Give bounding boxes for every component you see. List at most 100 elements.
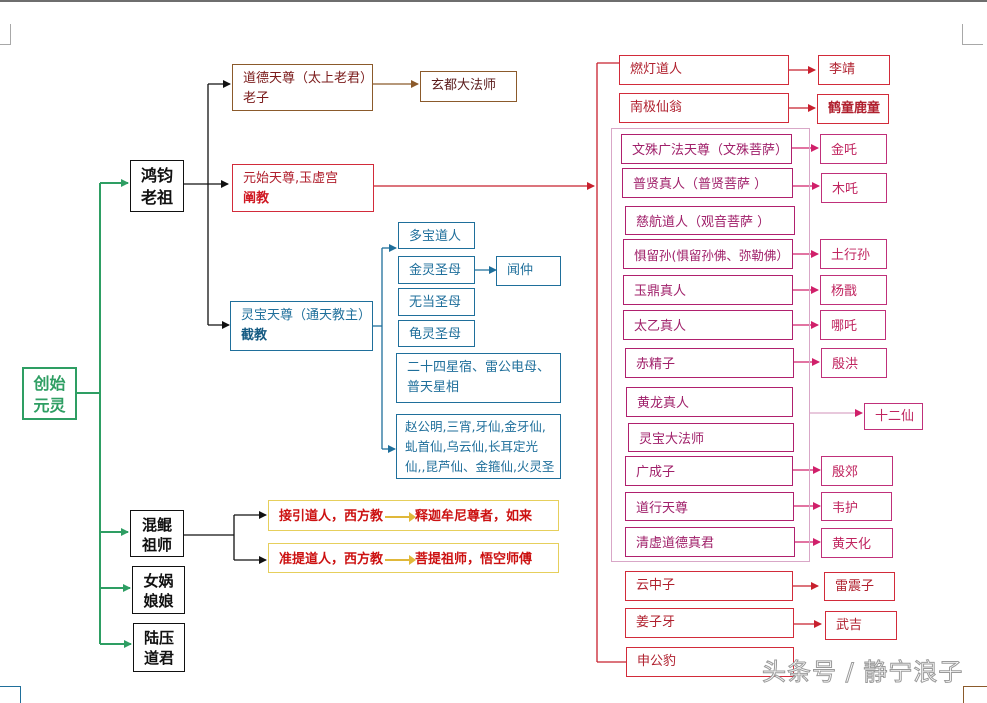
node-guiling-shengmu[interactable]: 龟灵圣母	[398, 320, 475, 347]
node-label: 十二仙	[875, 409, 915, 424]
node-label-line1: 女娲	[143, 572, 174, 590]
node-label: 文殊广法天尊（文殊菩萨）	[632, 143, 789, 158]
node-yinhong[interactable]: 殷洪	[821, 348, 887, 378]
node-huanglong[interactable]: 黄龙真人	[626, 387, 793, 417]
node-jieyin-daoren[interactable]: 接引道人，西方教释迦牟尼尊者，如来	[268, 500, 559, 531]
node-label: 惧留孙(惧留孙佛、弥勒佛）	[634, 248, 789, 263]
node-puxian[interactable]: 普贤真人（普贤菩萨 ）	[622, 168, 793, 198]
node-label-line2: 虬首仙,乌云仙,长耳定光	[405, 439, 538, 454]
node-label: 鹤童鹿童	[828, 101, 881, 116]
node-label: 多宝道人	[409, 229, 462, 244]
node-label: 金灵圣母	[409, 263, 462, 278]
node-label: 黄天化	[832, 537, 872, 552]
node-xingxiu-group[interactable]: 二十四星宿、雷公电母、 普天星相	[396, 353, 561, 403]
node-qingxu-daode-zhenjun[interactable]: 清虚道德真君	[625, 527, 795, 557]
node-wenzhong[interactable]: 闻仲	[496, 256, 561, 286]
page-corner-mark	[962, 24, 983, 45]
node-randeng-daoren[interactable]: 燃灯道人	[619, 55, 789, 85]
node-chuangshi-yuanling[interactable]: 创始 元灵	[22, 367, 77, 420]
node-label: 赤精子	[636, 357, 676, 372]
node-luya-daojun[interactable]: 陆压 道君	[133, 623, 185, 672]
node-leizhenzi[interactable]: 雷震子	[824, 572, 895, 601]
node-jinzha[interactable]: 金吒	[820, 134, 887, 164]
node-yuding[interactable]: 玉鼎真人	[623, 275, 793, 305]
node-label-line1: 赵公明,三宵,牙仙,金牙仙,	[405, 419, 546, 434]
node-label: 灵宝大法师	[639, 432, 705, 447]
node-nanji-xianweng[interactable]: 南极仙翁	[619, 93, 789, 123]
node-label: 殷郊	[832, 465, 859, 480]
node-label: 慈航道人（观音菩萨 ）	[636, 215, 771, 230]
node-lingbao-dafashi[interactable]: 灵宝大法师	[628, 423, 794, 452]
node-label-line1: 混鲲	[141, 516, 172, 534]
node-xuandu-dafashi[interactable]: 玄都大法师	[420, 71, 517, 102]
node-label-line2: 普天星相	[407, 380, 460, 395]
node-lingbao-tianzun[interactable]: 灵宝天尊（通天教主） 截教	[230, 301, 373, 351]
node-label: 玉鼎真人	[634, 284, 687, 299]
node-label: 姜子牙	[636, 615, 676, 630]
node-daode-tianzun[interactable]: 道德天尊（太上老君） 老子	[232, 64, 373, 111]
node-chijingzi[interactable]: 赤精子	[625, 348, 794, 378]
node-zhaogongming-group[interactable]: 赵公明,三宵,牙仙,金牙仙, 虬首仙,乌云仙,长耳定光 仙,,昆芦仙、金箍仙,火…	[396, 414, 561, 479]
node-shengongbao[interactable]: 申公豹	[626, 647, 794, 677]
node-weihu[interactable]: 韦护	[821, 492, 892, 521]
node-label: 金吒	[831, 143, 858, 158]
node-lijing[interactable]: 李靖	[818, 55, 890, 85]
node-label-line2: 元灵	[33, 396, 66, 415]
node-label: 清虚道德真君	[636, 536, 715, 551]
page-corner-mark	[0, 24, 11, 45]
node-wuji[interactable]: 武吉	[825, 611, 897, 640]
node-muzha[interactable]: 木吒	[821, 173, 887, 203]
node-wudang-shengmu[interactable]: 无当圣母	[398, 288, 475, 316]
node-tuxingsun[interactable]: 土行孙	[820, 239, 887, 269]
node-cihang[interactable]: 慈航道人（观音菩萨 ）	[625, 206, 795, 235]
node-jinling-shengmu[interactable]: 金灵圣母	[398, 256, 475, 284]
node-label-line1: 元始天尊,玉虚宫	[243, 171, 339, 186]
node-label: 韦护	[832, 501, 859, 516]
node-label: 燃灯道人	[630, 62, 683, 77]
node-label: 李靖	[829, 62, 856, 77]
node-label: 准提道人，西方教	[279, 552, 384, 567]
node-yunzhongzi[interactable]: 云中子	[625, 571, 793, 601]
node-guangchengzi[interactable]: 广成子	[625, 456, 793, 486]
node-label-line1: 灵宝天尊（通天教主）	[241, 308, 372, 323]
node-label: 龟灵圣母	[409, 327, 462, 342]
node-label: 接引道人，西方教	[279, 509, 384, 524]
node-duobao-daoren[interactable]: 多宝道人	[398, 222, 475, 249]
jiejiao-connectors	[373, 244, 497, 453]
node-label: 殷洪	[832, 357, 859, 372]
node-label: 太乙真人	[634, 319, 687, 334]
root-connectors	[77, 179, 132, 648]
node-nezha[interactable]: 哪吒	[820, 310, 886, 340]
node-label-line2: 阐教	[243, 191, 270, 206]
node-label: 南极仙翁	[630, 100, 683, 115]
node-jiangziya[interactable]: 姜子牙	[625, 608, 794, 638]
node-label: 黄龙真人	[637, 396, 690, 411]
node-yangjian[interactable]: 杨戬	[820, 275, 887, 305]
node-label-line1: 道德天尊（太上老君）	[243, 71, 374, 86]
node-wenshu[interactable]: 文殊广法天尊（文殊菩萨）	[621, 134, 792, 164]
node-label: 道行天尊	[636, 501, 689, 516]
node-zhunti-daoren[interactable]: 准提道人，西方教菩提祖师，悟空师傅	[268, 543, 559, 573]
node-juliusun[interactable]: 惧留孙(惧留孙佛、弥勒佛）	[623, 239, 793, 269]
node-label: 土行孙	[831, 248, 871, 263]
hunkun-connectors	[184, 511, 267, 564]
node-daoxing-tianzun[interactable]: 道行天尊	[625, 492, 794, 521]
node-label: 普贤真人（普贤菩萨 ）	[633, 177, 768, 192]
node-yuanshi-tianzun[interactable]: 元始天尊,玉虚宫 阐教	[232, 164, 374, 212]
node-nuwa-niangniang[interactable]: 女娲 娘娘	[132, 566, 185, 614]
node-taiyi[interactable]: 太乙真人	[623, 310, 793, 340]
node-yinjiao[interactable]: 殷郊	[821, 456, 893, 486]
twelve-immortals-connectors	[792, 144, 863, 546]
node-twelve-immortals-label[interactable]: 十二仙	[864, 403, 923, 430]
node-huangtianhua[interactable]: 黄天化	[821, 528, 893, 558]
node-hongjun-laozu[interactable]: 鸿钧 老祖	[130, 160, 184, 212]
node-hunkun-zushi[interactable]: 混鲲 祖师	[130, 510, 184, 557]
node-label-line1: 鸿钧	[140, 166, 173, 185]
becomes-arrow-icon	[385, 511, 417, 522]
node-label: 广成子	[636, 465, 676, 480]
node-hetong-lutong[interactable]: 鹤童鹿童	[817, 94, 889, 124]
becomes-arrow-icon	[385, 554, 417, 565]
node-label-line2: 祖师	[141, 536, 172, 554]
node-label: 玄都大法师	[431, 78, 497, 93]
